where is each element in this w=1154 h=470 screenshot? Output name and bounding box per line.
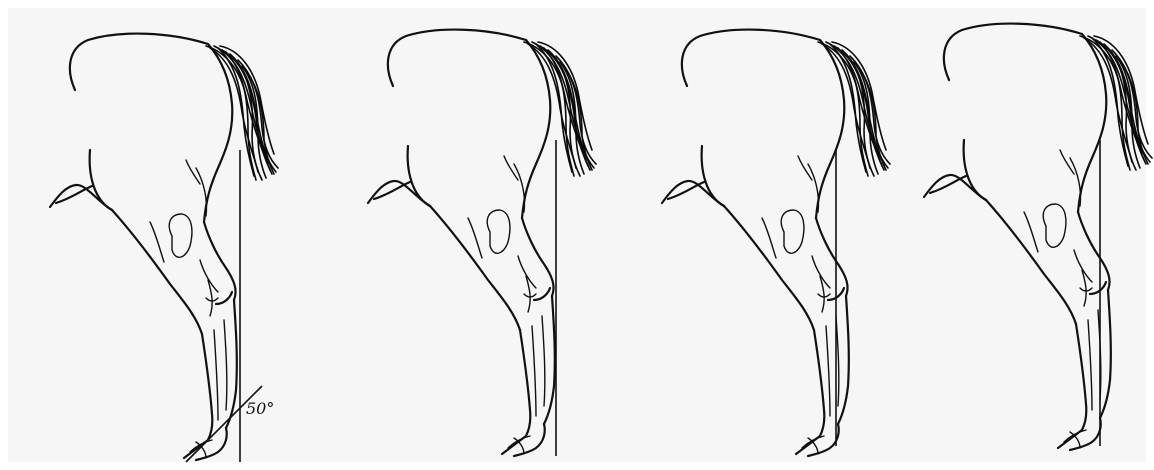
panel-1-angle-line [186, 386, 262, 462]
panel-1-leg-drawing: 50° [50, 34, 278, 462]
panel-2-leg-drawing [368, 30, 596, 456]
panel-3-leg-drawing [662, 30, 890, 456]
panel-4-leg-drawing [924, 24, 1152, 450]
panel-1-angle-label: 50° [246, 399, 274, 418]
